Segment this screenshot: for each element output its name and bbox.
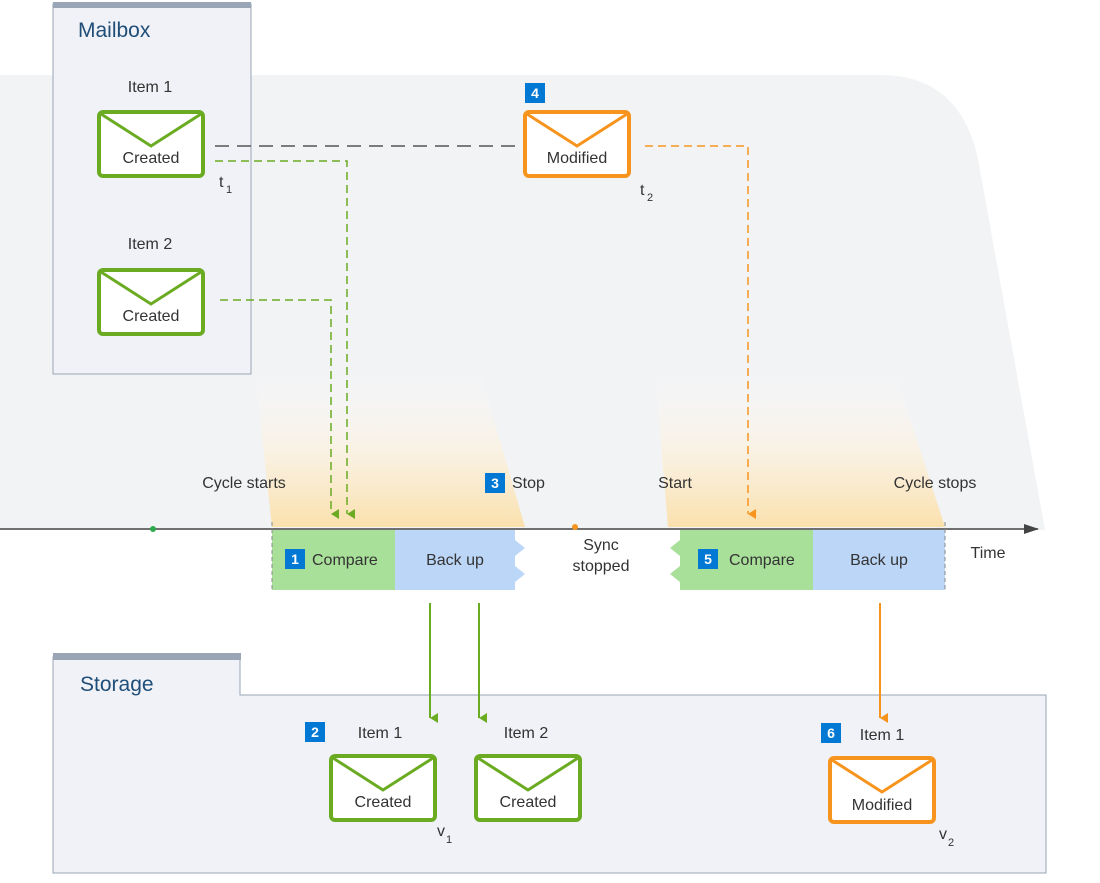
- storage-item2-envelope-icon: Created: [474, 754, 582, 822]
- cycle-start-dot: [150, 526, 156, 532]
- cycle1-block: 1 Compare Back up: [271, 522, 525, 590]
- stop-label: Stop: [512, 475, 545, 492]
- storage-item2-label: Item 2: [504, 725, 549, 742]
- mailbox-item1-envelope-icon: Created: [97, 110, 205, 178]
- stop-step-number: 3: [491, 475, 499, 491]
- cycle2-backup-label: Back up: [850, 552, 908, 569]
- mailbox-title: Mailbox: [78, 19, 151, 42]
- storage-modified-version-sub: 2: [948, 837, 954, 849]
- storage-item1-step-badge: [305, 722, 325, 742]
- mailbox-item2-label: Item 2: [128, 236, 173, 253]
- cycle2-block: 5 Compare Back up: [670, 522, 946, 590]
- sync-stopped-line2: stopped: [573, 558, 630, 575]
- modified-time-sub: 2: [647, 192, 653, 204]
- mailbox-item1-time-sub: 1: [226, 184, 232, 196]
- storage-modified-envelope-icon: Modified: [828, 756, 936, 824]
- storage-modified-state: Modified: [852, 797, 912, 814]
- cycle1-backup-label: Back up: [426, 552, 484, 569]
- storage-item1-label: Item 1: [358, 725, 403, 742]
- cycle2-compare-segment: [670, 530, 813, 590]
- sync-stopped-line1: Sync: [583, 537, 619, 554]
- storage-modified-version: v: [939, 826, 947, 843]
- storage-modified-step-number: 6: [827, 725, 835, 741]
- modified-step-number: 4: [531, 85, 539, 101]
- cycle2-glow: [655, 372, 945, 527]
- sync-stop-dot: [572, 524, 578, 530]
- start-label: Start: [658, 475, 692, 492]
- cycle2-backup-segment: [813, 530, 945, 590]
- storage-item1-step-number: 2: [311, 724, 319, 740]
- modified-time: t: [640, 182, 645, 199]
- cycle-stops-label: Cycle stops: [894, 475, 977, 492]
- cycle-starts-label: Cycle starts: [202, 475, 286, 492]
- stop-step-badge: [485, 473, 505, 493]
- mailbox-panel: Mailbox Item 1 Item 2: [52, 2, 252, 375]
- mailbox-item1-time: t: [219, 174, 224, 191]
- cycle2-step-number: 5: [704, 551, 712, 567]
- storage-item2-state: Created: [500, 794, 557, 811]
- storage-item1-version: v: [437, 823, 445, 840]
- cycle1-compare-label: Compare: [312, 552, 378, 569]
- cycle1-backup-segment: [395, 530, 525, 590]
- cycle1-glow: [255, 372, 525, 527]
- modified-step-badge: [525, 83, 545, 103]
- storage-modified-step-badge: [821, 723, 841, 743]
- mailbox-modified-envelope-icon: Modified: [523, 110, 631, 178]
- time-label: Time: [971, 545, 1006, 562]
- mailbox-item1-to-compare-arrow: [215, 160, 355, 519]
- mailbox-item1-state: Created: [123, 150, 180, 167]
- storage-item1-state: Created: [355, 794, 412, 811]
- cycle1-step-badge: [285, 549, 305, 569]
- mailbox-item2-to-compare-arrow: [220, 299, 339, 519]
- mailbox-item1-label: Item 1: [128, 79, 173, 96]
- storage-item1-version-sub: 1: [446, 834, 452, 846]
- storage-item1-envelope-icon: Created: [329, 754, 437, 822]
- mailbox-item2-envelope-icon: Created: [97, 268, 205, 336]
- cycle1-step-number: 1: [291, 551, 299, 567]
- mailbox-item2-state: Created: [123, 308, 180, 325]
- cycle2-step-badge: [698, 549, 718, 569]
- cycle2-compare-label: Compare: [729, 552, 795, 569]
- storage-modified-label: Item 1: [860, 727, 905, 744]
- mailbox-modified-state: Modified: [547, 150, 607, 167]
- storage-title: Storage: [80, 673, 154, 696]
